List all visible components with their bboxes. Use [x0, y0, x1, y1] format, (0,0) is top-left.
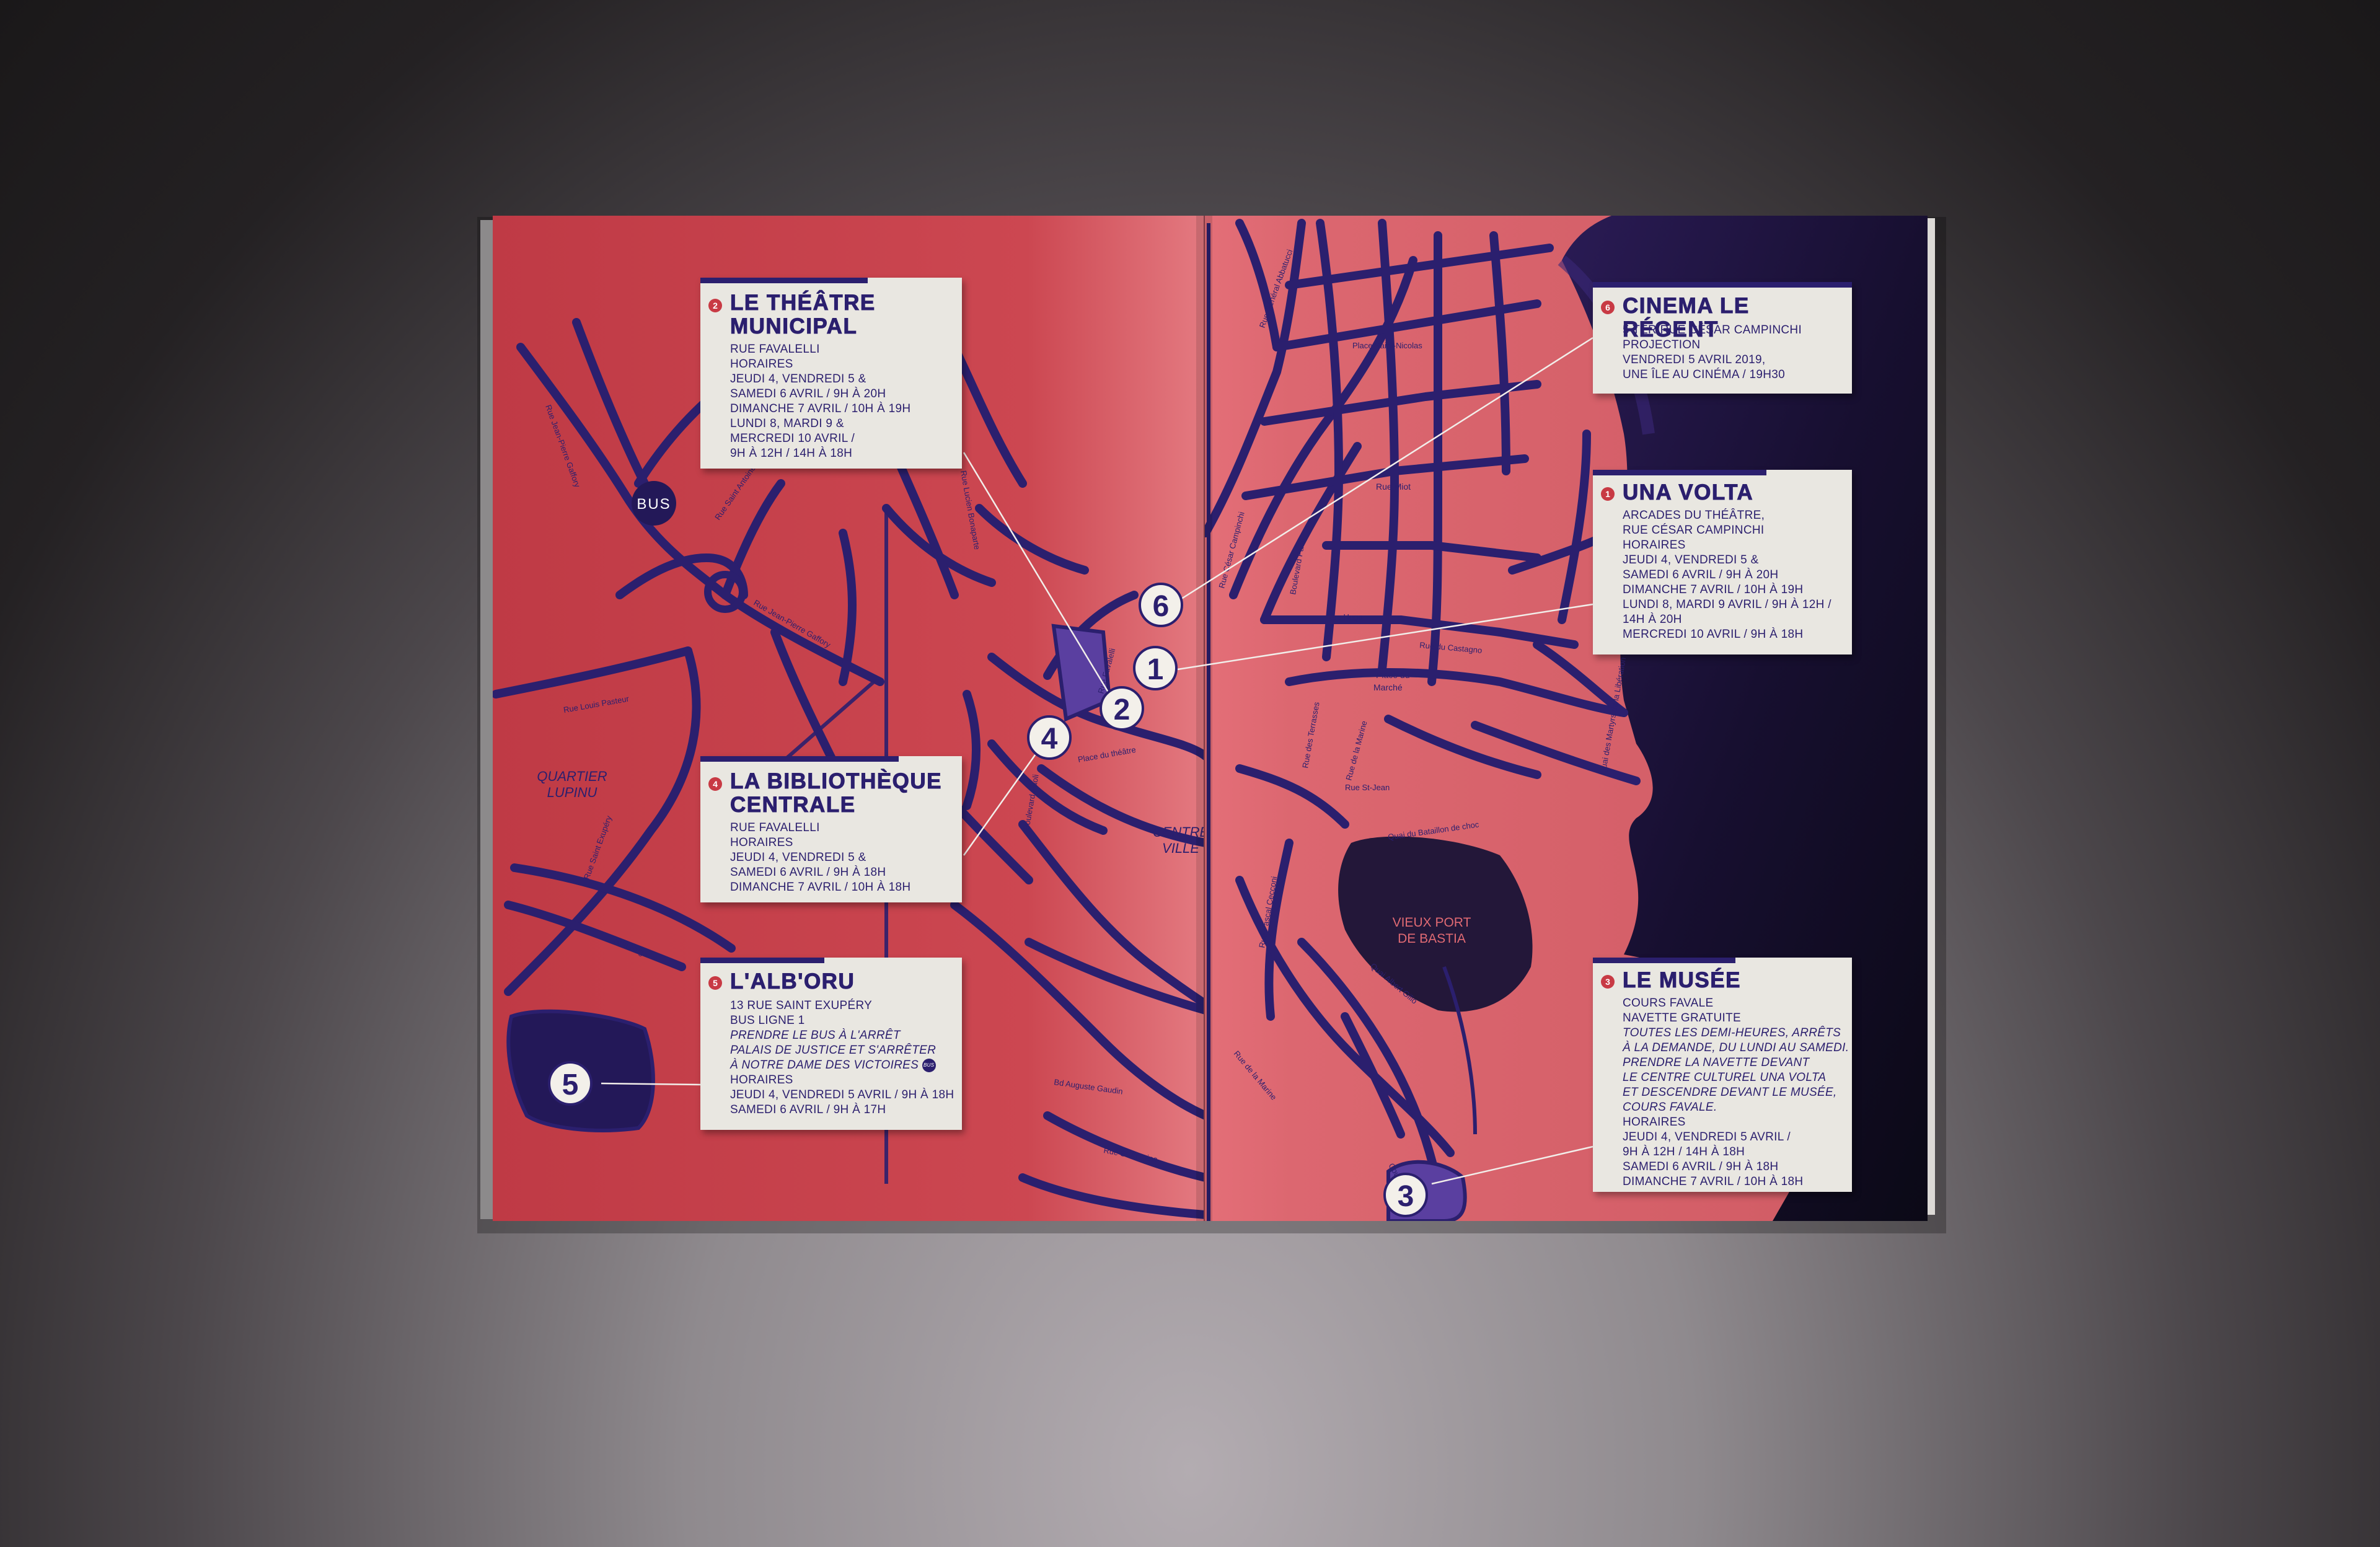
leader-lines: [601, 337, 1593, 1185]
district-label: QUARTIER: [537, 769, 607, 784]
panel-body: COURS FAVALE NAVETTE GRATUITE TOUTES LES…: [1623, 997, 1849, 1188]
right-street-lines: [1207, 223, 1477, 1221]
marker-2[interactable]: 2: [1100, 686, 1144, 731]
left-page-edge: [480, 220, 494, 1219]
panel-cinema: 6 CINEMA LE RÉGENT 5 TER RUE CÉSAR CAMPI…: [1593, 282, 1852, 394]
marker-3[interactable]: 3: [1383, 1173, 1428, 1217]
panel-body: RUE FAVALELLI HORAIRES JEUDI 4, VENDREDI…: [730, 343, 911, 460]
panel-accent-bar: [700, 756, 899, 762]
marker-3-number: 3: [1398, 1180, 1414, 1213]
street-label: Rue Hugo: [1326, 612, 1363, 622]
panel-number: 4: [708, 777, 722, 791]
place-label: Place Saint-Nicolas: [1352, 341, 1422, 350]
panel-accent-bar: [1593, 282, 1852, 288]
panel-number: 2: [708, 299, 722, 312]
marker-1[interactable]: 1: [1133, 646, 1178, 690]
marker-2-number: 2: [1114, 694, 1130, 726]
panel-accent-bar: [1593, 470, 1766, 475]
vieux-port: [1338, 836, 1533, 1012]
panel-title: CINEMA LE RÉGENT: [1623, 294, 1750, 342]
centre-label: VILLE: [1162, 840, 1199, 856]
panel-body: 5 TER RUE CÉSAR CAMPINCHI PROJECTION VEN…: [1623, 324, 1802, 381]
panel-musee: 3 LE MUSÉE COURS FAVALE NAVETTE GRATUITE…: [1593, 958, 1852, 1192]
district-label: LUPINU: [547, 785, 597, 800]
street-label: Rue St-Jean: [1345, 783, 1390, 792]
panel-number: 5: [708, 976, 722, 990]
bus-badge: BUS: [922, 1058, 936, 1072]
bus-stop-marker: [632, 481, 676, 526]
panel-title: UNA VOLTA: [1622, 480, 1754, 505]
roundabout: [704, 571, 746, 613]
port-label: DE BASTIA: [1398, 932, 1466, 946]
marker-6-number: 6: [1153, 590, 1170, 623]
panel-accent-bar: [700, 958, 824, 963]
panel-title: L'ALB'ORU: [729, 969, 855, 994]
panel-accent-bar: [700, 278, 868, 283]
panel-accent-bar: [1593, 958, 1735, 963]
marker-6[interactable]: 6: [1139, 583, 1183, 627]
marker-5-number: 5: [562, 1069, 579, 1101]
panel-body: RUE FAVALELLI HORAIRES JEUDI 4, VENDREDI…: [730, 821, 911, 894]
marker-1-number: 1: [1147, 653, 1164, 686]
panel-number: 1: [1601, 487, 1615, 501]
panel-body: ARCADES DU THÉÂTRE, RUE CÉSAR CAMPINCHI …: [1623, 509, 1831, 641]
panel-unavolta: 1 UNA VOLTA ARCADES DU THÉÂTRE, RUE CÉSA…: [1593, 470, 1852, 654]
right-streets: [1204, 219, 1641, 1221]
panel-number: 6: [1601, 301, 1615, 314]
marker-4-number: 4: [1041, 723, 1058, 756]
marker-4[interactable]: 4: [1027, 715, 1072, 760]
place-label: Marché: [1373, 682, 1403, 692]
map-markers: 6 1 2 4 5 3: [548, 583, 1428, 1217]
marker-5[interactable]: 5: [548, 1061, 593, 1106]
place-label: Place du: [1376, 670, 1409, 680]
panel-body: 13 RUE SAINT EXUPÉRY BUS LIGNE 1 PRENDRE…: [730, 999, 954, 1116]
street-label: Rue Miot: [1376, 482, 1411, 491]
bus-stop-label: BUS: [637, 496, 671, 513]
centre-label: CENTRE: [1153, 824, 1209, 840]
port-label: VIEUX PORT: [1393, 915, 1471, 930]
panel-number: 3: [1601, 975, 1615, 989]
panel-title: LE MUSÉE: [1623, 968, 1741, 992]
panel-alboru: 5 L'ALB'ORU 13 RUE SAINT EXUPÉRY BUS LIG…: [700, 958, 962, 1130]
